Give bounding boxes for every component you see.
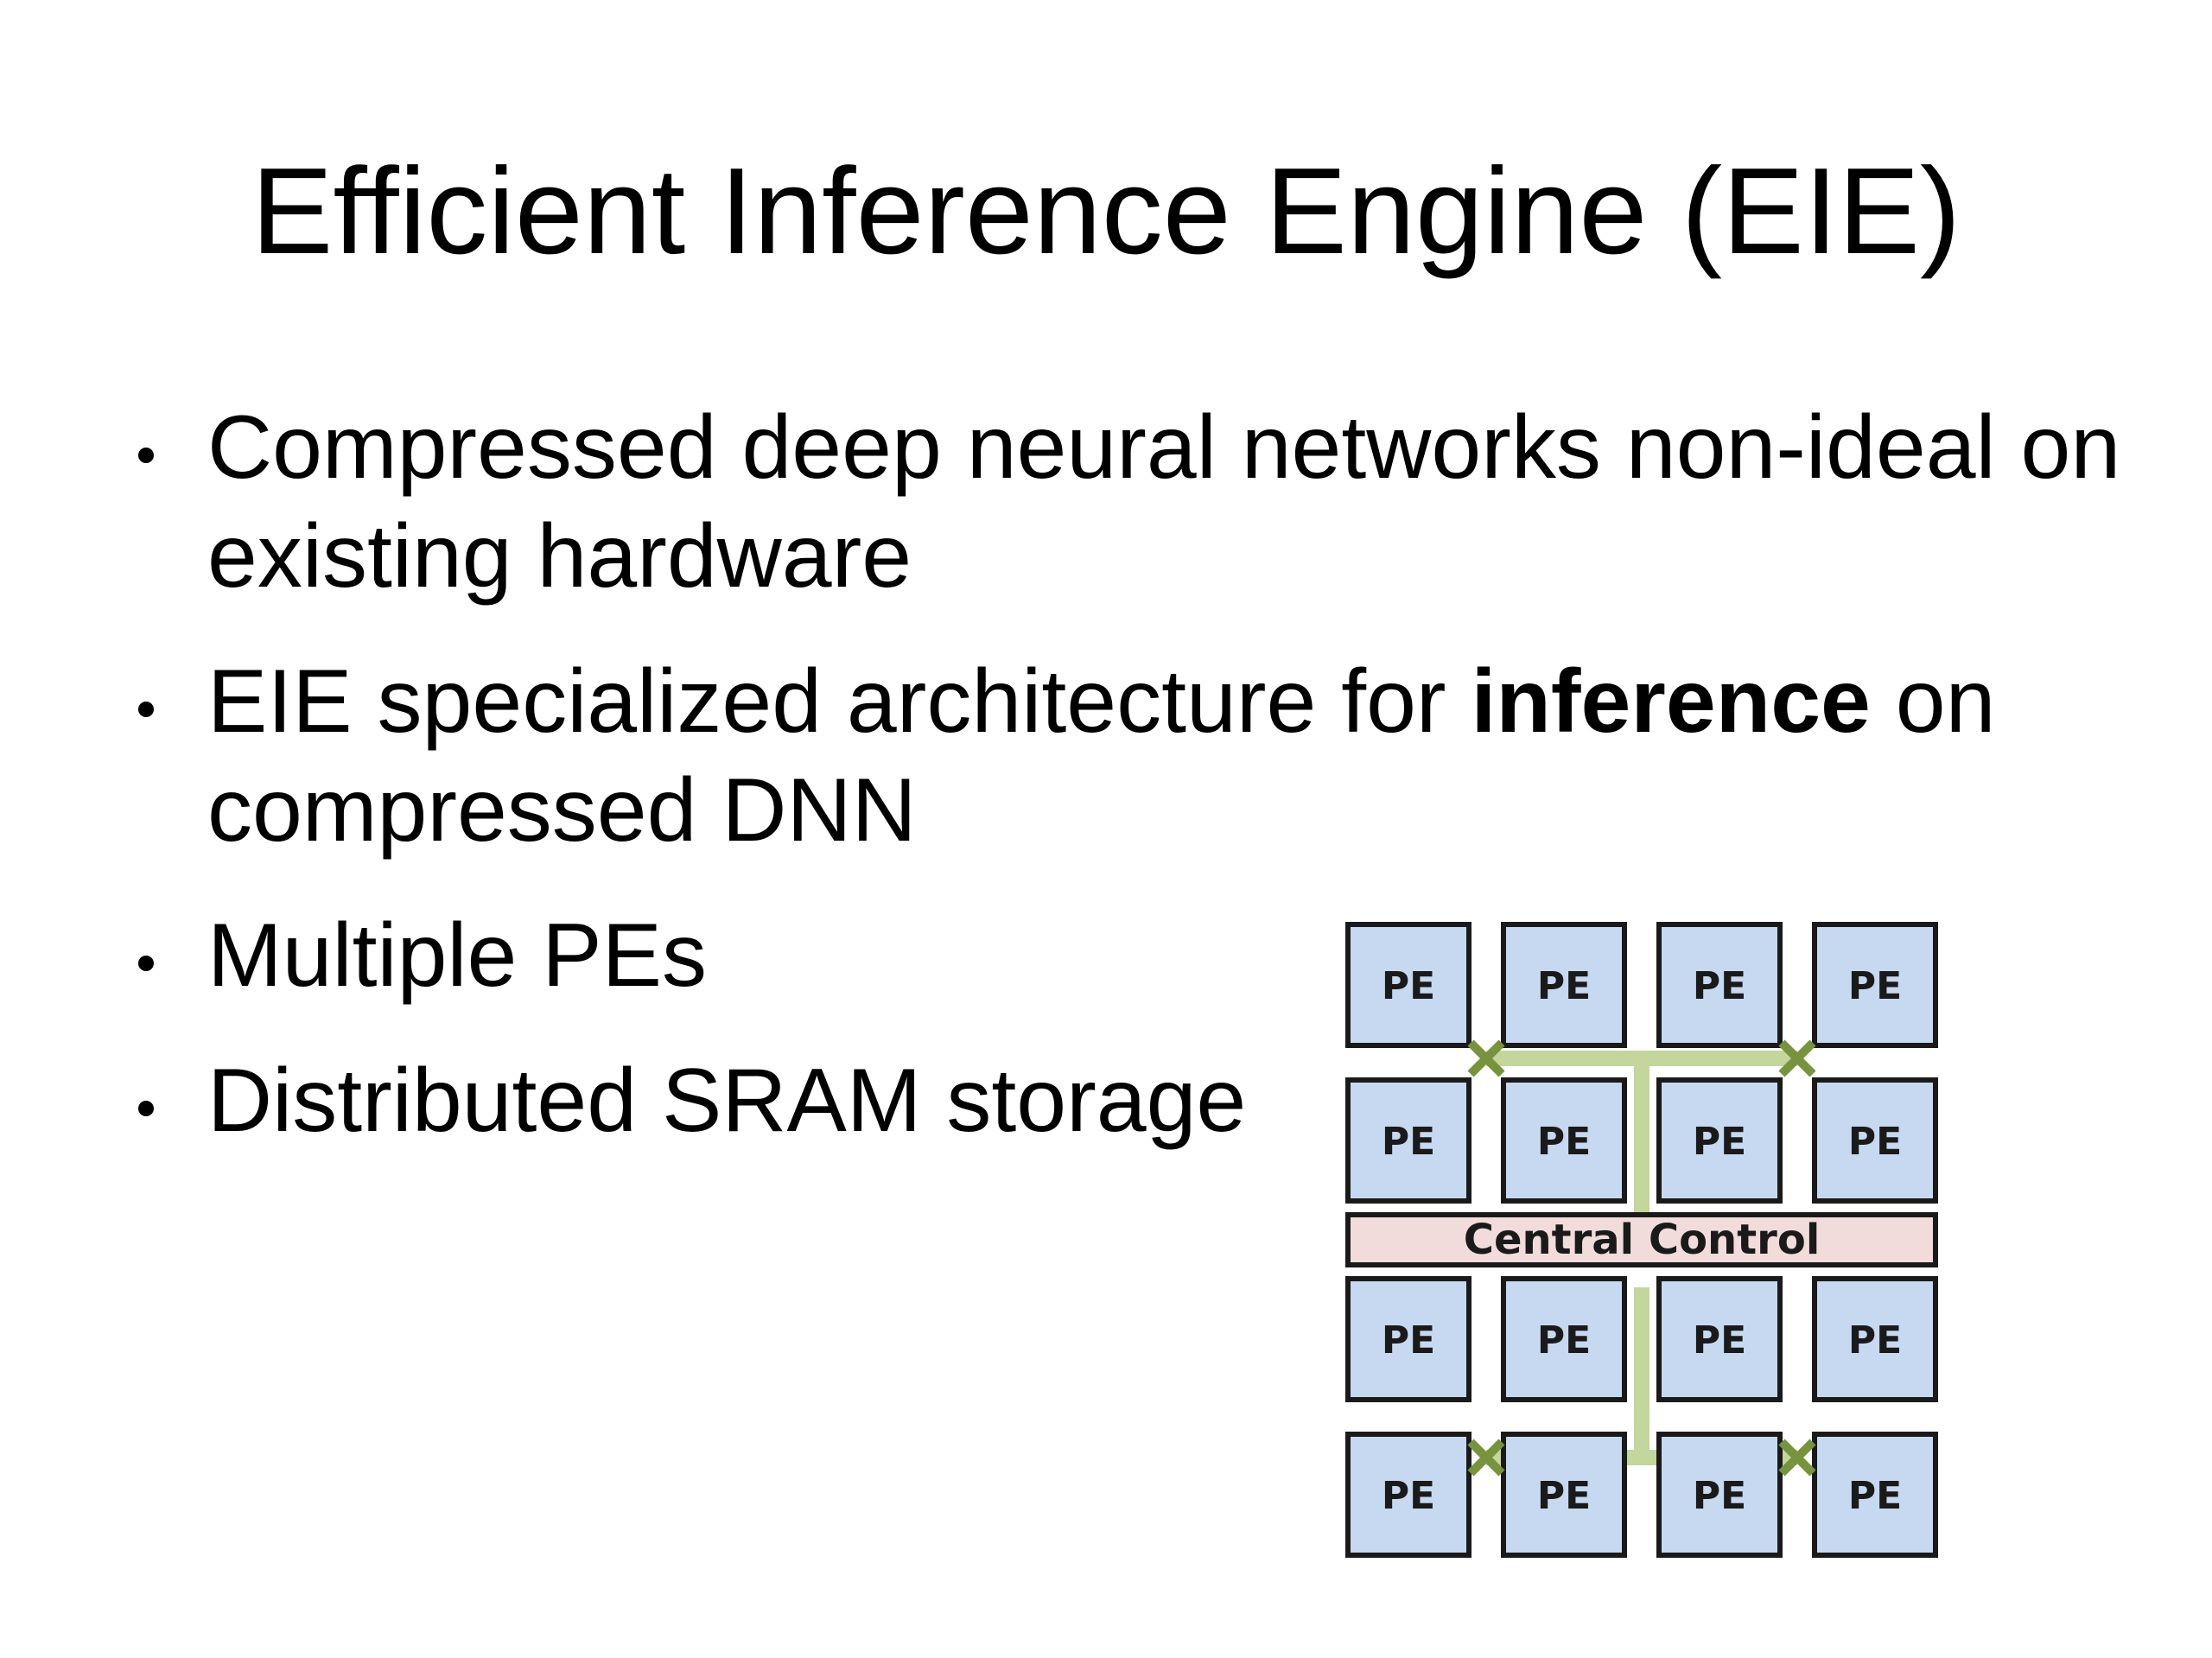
pe-box (1501, 1276, 1627, 1402)
bullet-emphasis: inference (1471, 651, 1871, 752)
junction-x-icon (1467, 1439, 1505, 1477)
central-control-label: Central Control (1464, 1216, 1821, 1264)
pe-label: PE (1537, 1474, 1591, 1518)
pe-block: PE (1812, 1077, 1938, 1204)
pe-box (1656, 1276, 1783, 1402)
junction-x-icon (1778, 1439, 1816, 1477)
pe-block: PE (1656, 1432, 1783, 1558)
pe-box (1812, 1077, 1938, 1204)
interconnect-bottom-vertical (1634, 1287, 1649, 1460)
pe-label: PE (1537, 1318, 1591, 1363)
pe-box (1812, 922, 1938, 1048)
pe-box (1656, 1077, 1783, 1204)
pe-block: PE (1501, 1077, 1627, 1204)
bullet-item: Distributed SRAM storage (130, 1046, 2160, 1155)
pe-box (1345, 1276, 1471, 1402)
pe-box (1812, 1276, 1938, 1402)
central-control-box (1345, 1212, 1938, 1267)
bullet-item: EIE specialized architecture for inferen… (130, 647, 2160, 865)
pe-label: PE (1693, 964, 1746, 1008)
bullet-item: Compressed deep neural networks non-idea… (130, 393, 2160, 611)
bullet-segment: Multiple PEs (207, 905, 707, 1006)
bullet-text: Distributed SRAM storage (207, 1051, 1246, 1151)
pe-box (1812, 1432, 1938, 1558)
pe-label: PE (1693, 1474, 1746, 1518)
pe-box (1345, 1077, 1471, 1204)
junction-x-icon (1467, 1039, 1505, 1077)
pe-label: PE (1382, 1120, 1435, 1164)
bullet-segment: Compressed deep neural networks non-idea… (207, 397, 2121, 607)
pe-label: PE (1848, 1120, 1902, 1164)
pe-label: PE (1382, 1318, 1435, 1363)
pe-block: PE (1345, 1077, 1471, 1204)
central-control: Central Control (1345, 1212, 1938, 1267)
pe-label: PE (1537, 964, 1591, 1008)
bullet-dot-icon (138, 956, 154, 971)
junction-x-icon (1778, 1039, 1816, 1077)
bullet-text: Compressed deep neural networks non-idea… (207, 397, 2120, 607)
pe-block: PE (1345, 922, 1471, 1048)
pe-block: PE (1812, 1276, 1938, 1402)
pe-box (1501, 1077, 1627, 1204)
pe-label: PE (1382, 964, 1435, 1008)
slide-title: Efficient Inference Engine (EIE) (251, 143, 1961, 280)
bullet-dot-icon (138, 1101, 154, 1116)
bullet-text: EIE specialized architecture for inferen… (207, 651, 1995, 861)
bullet-text: Multiple PEs (207, 905, 707, 1006)
bullet-item: Multiple PEs (130, 901, 2160, 1010)
bullet-list: Compressed deep neural networks non-idea… (130, 393, 2160, 1191)
pe-label: PE (1848, 1474, 1902, 1518)
bullet-segment: EIE specialized architecture for (207, 651, 1471, 752)
bullet-segment: Distributed SRAM storage (207, 1051, 1247, 1151)
pe-box (1345, 1432, 1471, 1558)
pe-block: PE (1501, 922, 1627, 1048)
pe-block: PE (1656, 1077, 1783, 1204)
pe-block: PE (1345, 1276, 1471, 1402)
pe-box (1501, 1432, 1627, 1558)
pe-box (1345, 922, 1471, 1048)
interconnect-top-vertical (1634, 1058, 1649, 1253)
pe-box (1656, 1432, 1783, 1558)
pe-block: PE (1501, 1432, 1627, 1558)
bullet-dot-icon (138, 702, 154, 717)
pe-label: PE (1693, 1318, 1746, 1363)
bullet-segment: on compressed DNN (207, 651, 1996, 861)
pe-block: PE (1501, 1276, 1627, 1402)
pe-block: PE (1345, 1432, 1471, 1558)
junction-markers (1467, 1039, 1816, 1477)
pe-box (1501, 922, 1627, 1048)
pe-grid-top: PE PE PE PE PE PE PE PE (1345, 922, 1938, 1204)
bullet-dot-icon (138, 448, 154, 463)
pe-label: PE (1382, 1474, 1435, 1518)
pe-grid-bottom: PE PE PE PE PE PE PE PE (1345, 1276, 1938, 1558)
pe-block: PE (1656, 1276, 1783, 1402)
pe-block: PE (1656, 922, 1783, 1048)
pe-block: PE (1812, 922, 1938, 1048)
pe-label: PE (1848, 1318, 1902, 1363)
eie-architecture-diagram: PE PE PE PE PE PE PE PE Central Control … (1345, 922, 1938, 1558)
pe-label: PE (1848, 964, 1902, 1008)
pe-block: PE (1812, 1432, 1938, 1558)
pe-label: PE (1693, 1120, 1746, 1164)
pe-box (1656, 922, 1783, 1048)
pe-label: PE (1537, 1120, 1591, 1164)
